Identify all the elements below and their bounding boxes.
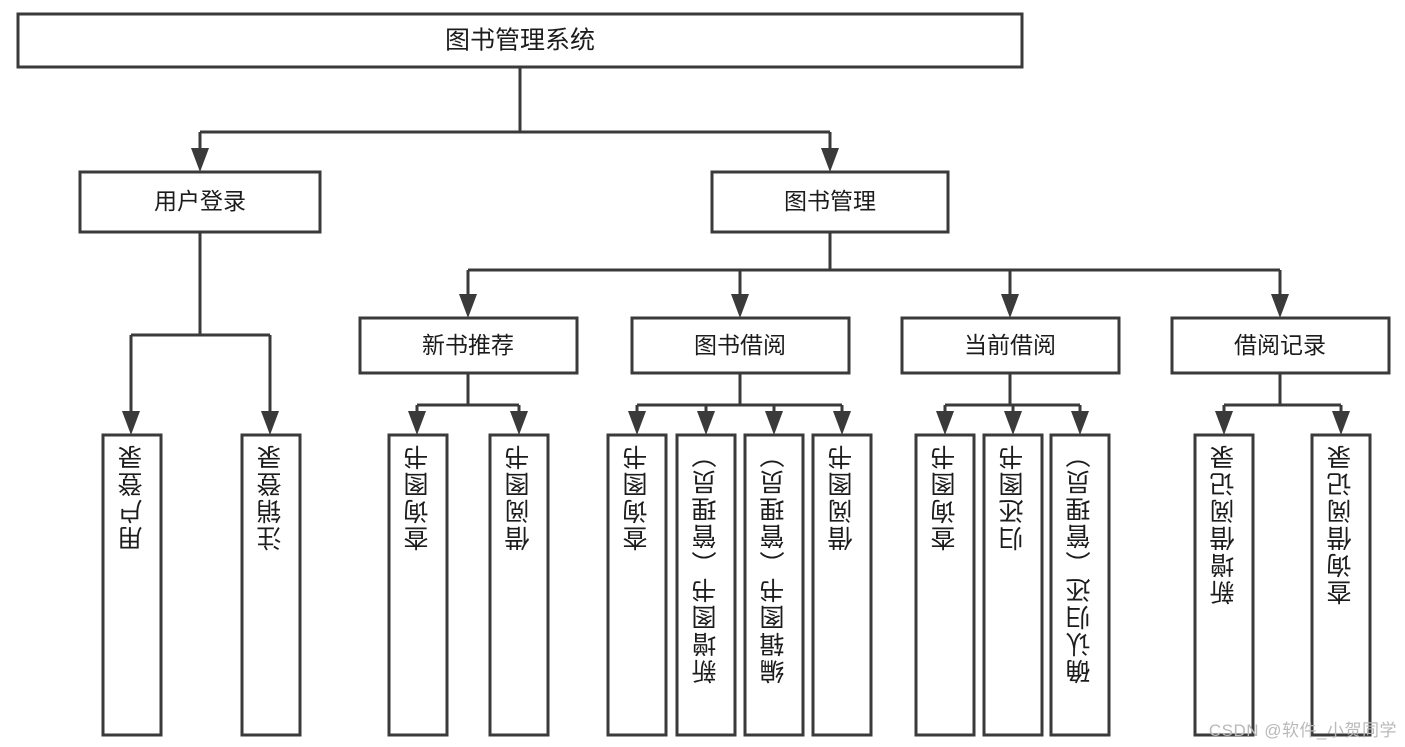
csdn-watermark: CSDN @软件_小贺同学 xyxy=(1208,721,1397,740)
leaf-box-br-query-record[interactable] xyxy=(1310,433,1372,737)
leaf-box-nb-query-book[interactable] xyxy=(387,433,449,737)
node-new-book-recommend-box[interactable] xyxy=(358,316,579,375)
leaf-box-br-add-record[interactable] xyxy=(1193,433,1255,737)
arrow-to-book-manage xyxy=(821,148,839,172)
leaf-box-user-login[interactable] xyxy=(101,433,163,737)
node-book-manage-label: 图书管理 xyxy=(784,188,876,214)
node-new-book-recommend-label: 新书推荐 xyxy=(422,332,514,358)
leaf-box-nb-borrow-book[interactable] xyxy=(488,433,550,737)
leaf-box-bb-edit-book[interactable] xyxy=(743,433,805,737)
arrow-br-leaf1 xyxy=(1215,411,1233,435)
arrow-nb-leaf2 xyxy=(510,411,528,435)
arrow-to-current-borrow xyxy=(1001,294,1019,318)
leaf-layer xyxy=(101,433,1372,737)
node-root-box[interactable] xyxy=(16,12,1024,69)
arrow-to-new-book xyxy=(459,294,477,318)
arrow-cb-leaf3 xyxy=(1071,411,1089,435)
node-current-borrow-box[interactable] xyxy=(900,316,1121,375)
arrow-bb-leaf3 xyxy=(765,411,783,435)
leaf-box-cb-return-book[interactable] xyxy=(982,433,1044,737)
connector-layer xyxy=(122,67,1350,435)
arrow-nb-leaf1 xyxy=(408,411,426,435)
arrow-to-borrow-record xyxy=(1271,294,1289,318)
arrow-cb-leaf2 xyxy=(1004,411,1022,435)
node-user-login-label: 用户登录 xyxy=(154,188,246,214)
node-root-label: 图书管理系统 xyxy=(445,27,595,55)
node-book-borrow-label: 图书借阅 xyxy=(694,332,786,358)
node-layer: 图书管理系统 用户登录 图书管理 新书推荐 图书借阅 当前借阅 借阅记录 xyxy=(16,12,1391,375)
node-book-borrow-box[interactable] xyxy=(630,316,851,375)
leaf-box-bb-borrow-book[interactable] xyxy=(811,433,873,737)
arrow-cb-leaf1 xyxy=(936,411,954,435)
node-borrow-record-label: 借阅记录 xyxy=(1234,332,1326,358)
leaf-box-bb-query-book[interactable] xyxy=(606,433,668,737)
arrow-leaf-user-login xyxy=(122,411,140,435)
arrow-leaf-logout xyxy=(261,411,279,435)
node-user-login-box[interactable] xyxy=(78,170,322,234)
arrow-bb-leaf1 xyxy=(628,411,646,435)
leaf-box-cb-query-book[interactable] xyxy=(914,433,976,737)
node-book-manage-box[interactable] xyxy=(710,170,950,234)
leaf-box-bb-add-book[interactable] xyxy=(675,433,737,737)
leaf-box-cb-confirm-return[interactable] xyxy=(1049,433,1111,737)
arrow-to-book-borrow xyxy=(731,294,749,318)
leaf-box-logout[interactable] xyxy=(240,433,302,737)
arrow-to-user-login xyxy=(191,148,209,172)
arrow-bb-leaf2 xyxy=(697,411,715,435)
node-current-borrow-label: 当前借阅 xyxy=(964,332,1056,358)
arrow-bb-leaf4 xyxy=(833,411,851,435)
node-borrow-record-box[interactable] xyxy=(1170,316,1391,375)
arrow-br-leaf2 xyxy=(1332,411,1350,435)
